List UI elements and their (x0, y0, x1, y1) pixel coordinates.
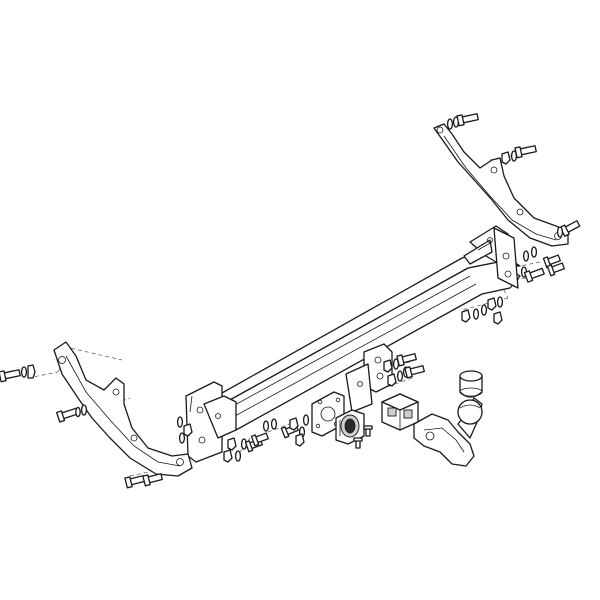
nut (501, 151, 511, 165)
nut (227, 437, 237, 451)
washer (396, 370, 404, 382)
ball-cover (459, 370, 483, 398)
tow-ball-neck (413, 397, 483, 467)
washer (262, 420, 270, 432)
washer (480, 304, 488, 316)
bolt (396, 353, 417, 367)
washer (530, 246, 538, 258)
bolt (250, 432, 269, 447)
bolt (514, 145, 537, 159)
washer (234, 450, 242, 462)
bolt (559, 220, 581, 237)
right-bracket (433, 123, 569, 247)
washer (75, 406, 81, 418)
nut (183, 423, 193, 437)
crossbar (185, 225, 521, 463)
washer (522, 250, 530, 262)
washer (176, 416, 184, 428)
center-bracket (345, 343, 393, 413)
left-bracket (53, 341, 193, 477)
nut (223, 449, 233, 463)
washer (446, 118, 454, 130)
washer (178, 432, 186, 444)
nut (493, 311, 503, 325)
bolt (404, 365, 425, 379)
washer (270, 418, 278, 430)
bolt (0, 369, 21, 383)
bolt (456, 113, 479, 127)
bolt (546, 262, 565, 277)
bolt (523, 267, 545, 283)
nut (295, 433, 305, 447)
washer (302, 414, 310, 426)
bolt (353, 437, 363, 449)
nut (27, 364, 36, 379)
bolt (363, 425, 373, 437)
nut (461, 309, 471, 323)
nut (487, 297, 497, 311)
washer (496, 296, 504, 308)
washer (556, 226, 564, 238)
bolt (124, 475, 145, 489)
washer (20, 366, 28, 378)
washer (472, 308, 480, 320)
nut (387, 373, 397, 387)
bolt (142, 473, 163, 487)
washer (80, 404, 88, 416)
electrical-socket (335, 409, 365, 445)
fastener-set (0, 113, 581, 489)
connector-block (381, 393, 419, 431)
nut (289, 417, 299, 431)
bolt (542, 254, 561, 269)
nut (383, 359, 393, 373)
